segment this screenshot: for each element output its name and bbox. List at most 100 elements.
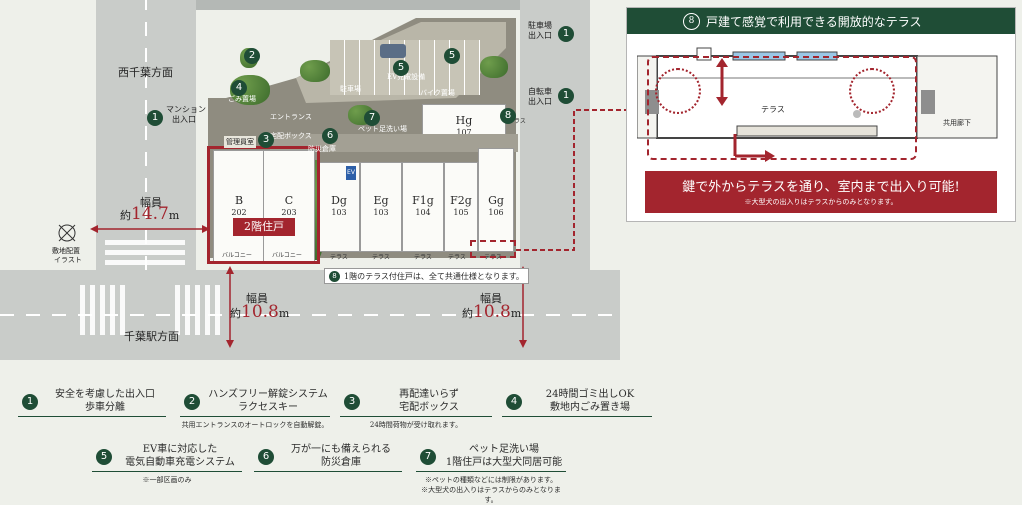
parking-entrance-label: 出入口 [528, 31, 552, 40]
legend-number: 2 [184, 394, 200, 410]
unit-name: F1g [412, 194, 434, 207]
legend-title: ペット足洗い場 [469, 444, 539, 455]
marker-8: 8 [500, 108, 516, 124]
unit-c: C 203 [263, 150, 315, 262]
legend-note: ※一部区画のみ [142, 476, 192, 484]
inset-circle-left [655, 68, 701, 114]
width-unit: m [168, 209, 180, 222]
marker-8: 8 [329, 270, 340, 282]
width-value: 約10.8m [230, 302, 289, 322]
inset-circle-right [849, 68, 895, 114]
crosswalk [175, 285, 225, 335]
unit-name: C [284, 194, 294, 207]
legend-underline [18, 416, 166, 417]
lane-marking [145, 0, 147, 270]
terrace-label: テラス [414, 254, 432, 261]
legend-item-2: 2 ハンズフリー解錠システム ラクセスキー 共用エントランスのオートロックを自動… [180, 388, 330, 436]
inset-side-label: 共用廊下 [943, 119, 971, 127]
unit-name: B [234, 194, 244, 207]
legend-subtitle: 電気自動車充電システム [125, 457, 235, 468]
legend-underline [92, 471, 242, 472]
legend-number: 3 [344, 394, 360, 410]
width-prefix: 約 [462, 307, 473, 320]
terrace-label: テラス [448, 254, 466, 261]
compass-icon [58, 224, 76, 242]
unit-name: Dg [331, 194, 347, 207]
crosswalk [80, 285, 130, 335]
marker-5: 5 [393, 60, 409, 76]
road-label-chiba-station: 千葉駅方面 [124, 330, 179, 343]
width-prefix: 約 [120, 209, 131, 222]
unit-f1g: F1g 104 [402, 162, 444, 252]
compass-label: 敷地配置 [52, 247, 80, 255]
facility-label: 宅配ボックス [270, 132, 312, 140]
legend-underline [416, 471, 566, 472]
legend-item-1: 1 安全を考慮した出入口 歩車分離 [18, 388, 166, 424]
unit-f2g: F2g 105 [444, 162, 478, 252]
marker-1: 1 [558, 88, 574, 104]
road-top [196, 0, 520, 10]
width-label: 幅員 [246, 292, 268, 305]
legend-subtitle: 敷地内ごみ置き場 [550, 402, 630, 413]
inset-number: 8 [683, 12, 700, 30]
terrace-label: テラス [508, 118, 526, 125]
inset-banner-note: ※大型犬の出入りはテラスからのみとなります。 [744, 198, 898, 206]
lane-marking [0, 314, 620, 316]
unit-name: Hg [455, 114, 473, 127]
legend-underline [254, 471, 402, 472]
width-unit: m [278, 307, 290, 320]
inset-banner: 鍵で外からテラスを通り、室内まで出入り可能! ※大型犬の出入りはテラスからのみと… [645, 171, 997, 213]
second-floor-frame [207, 146, 320, 264]
unit-number: 103 [331, 207, 347, 217]
legend-note: ※ペットの種類などには制限があります。 [424, 476, 558, 484]
marker-7: 7 [364, 110, 380, 126]
marker-1: 1 [558, 26, 574, 42]
unit-name: F2g [450, 194, 472, 207]
legend-title: ハンズフリー解錠システム [208, 389, 328, 400]
facility-label: バイク置場 [420, 89, 455, 97]
inset-header: 8 戸建て感覚で利用できる開放的なテラス [627, 8, 1015, 34]
legend-note: 共用エントランスのオートロックを自動解錠。 [181, 421, 329, 429]
tree-cluster [300, 60, 330, 82]
unit-eg: Eg 103 [360, 162, 402, 252]
terrace-label: テラス [372, 254, 390, 261]
unit-number: 106 [488, 207, 504, 217]
terrace-highlight [470, 240, 516, 258]
width-value: 約14.7m [120, 204, 179, 224]
legend-number: 5 [96, 449, 112, 465]
unit-number: 203 [281, 207, 297, 217]
tree-cluster [480, 56, 508, 78]
inset-banner-main: 鍵で外からテラスを通り、室内まで出入り可能! [682, 180, 960, 195]
facility-label: 管理員室 [224, 136, 256, 148]
width-label: 幅員 [480, 292, 502, 305]
door-arrow-icon [716, 58, 728, 106]
legend-item-3: 3 再配達いらず 宅配ボックス 24時間荷物が受け取れます。 [340, 388, 492, 436]
legend-number: 4 [506, 394, 522, 410]
legend-title: EV車に対応した [142, 444, 218, 455]
legend-item-4: 4 24時間ゴミ出しOK 敷地内ごみ置き場 [502, 388, 652, 424]
compass-label: イラスト [54, 256, 82, 264]
legend-note: ※大型犬の出入りはテラスからのみとなります。 [421, 486, 561, 504]
width-number: 14.7 [131, 204, 169, 224]
unit-number: 103 [373, 207, 389, 217]
width-prefix: 約 [230, 307, 241, 320]
road-label-nishichiba: 西千葉方面 [118, 66, 173, 79]
legend-title: 再配達いらず [399, 389, 459, 400]
legend-subtitle: 防災倉庫 [321, 457, 361, 468]
legend-number: 7 [420, 449, 436, 465]
balcony-label: バルコニー [272, 252, 302, 259]
facility-label: ペット足洗い場 [358, 125, 407, 133]
unit-number: 202 [231, 207, 247, 217]
balcony-label: バルコニー [222, 252, 252, 259]
elevator-icon: EV [346, 166, 356, 180]
legend-number: 6 [258, 449, 274, 465]
facility-label: 防災倉庫 [308, 145, 336, 153]
legend-underline [180, 416, 330, 417]
marker-4: 4 [231, 80, 247, 96]
terrace-note-text: 1階のテラス付住戸は、全て共通仕様となります。 [344, 271, 524, 281]
facility-label: エントランス [270, 113, 312, 121]
legend-underline [502, 416, 652, 417]
legend-title: 安全を考慮した出入口 [55, 389, 155, 400]
mansion-entrance-label: 出入口 [172, 115, 196, 124]
width-number: 10.8 [473, 302, 511, 322]
